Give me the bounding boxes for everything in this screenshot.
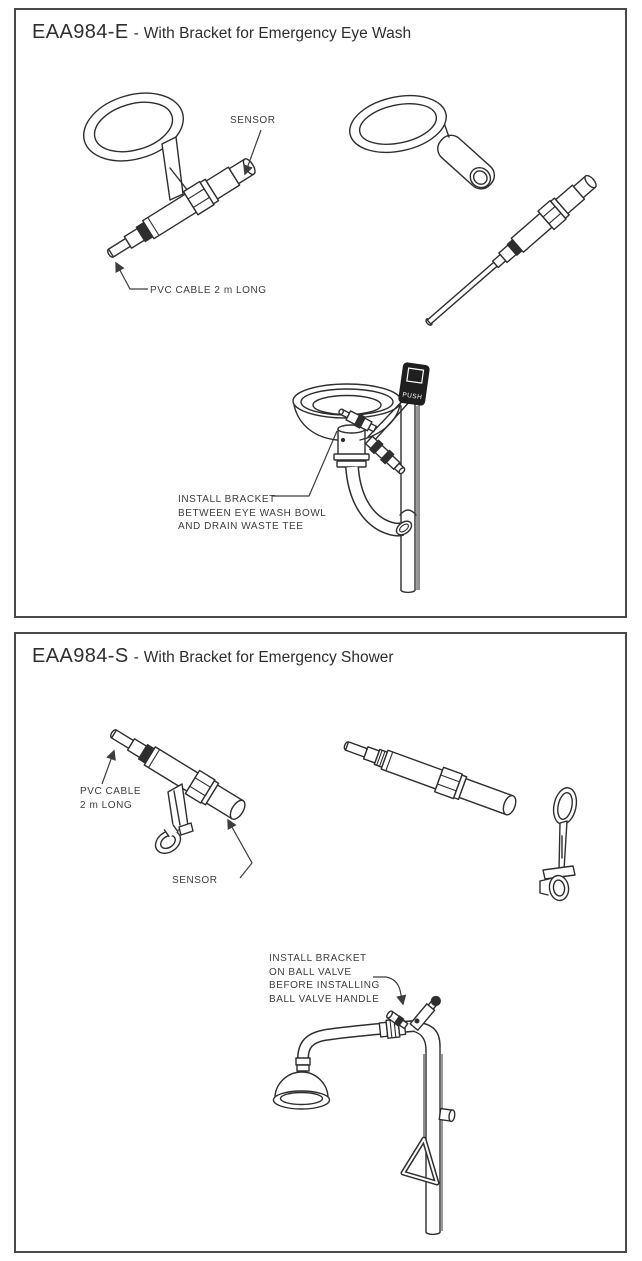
model-number: EAA984-E — [32, 21, 129, 43]
install-note: INSTALL BRACKET BETWEEN EYE WASH BOWL AN… — [178, 493, 326, 534]
sensor-label: SENSOR — [172, 875, 218, 886]
drain-tee — [399, 509, 417, 516]
panel-subtitle: With Bracket for Emergency Eye Wash — [143, 25, 412, 42]
shower-head — [272, 1057, 331, 1110]
push-sign-text: PUSH — [402, 392, 423, 402]
eyewash-bowl — [292, 383, 402, 441]
sensor-exploded — [425, 174, 597, 326]
title-separator: - — [133, 25, 139, 42]
install-note: INSTALL BRACKET ON BALL VALVE BEFORE INS… — [269, 952, 380, 1006]
sensor-leader-line — [227, 818, 253, 879]
install-note-line: BETWEEN EYE WASH BOWL — [178, 507, 327, 519]
sensor-exploded — [343, 741, 517, 816]
ring-bracket-assembled — [82, 92, 193, 201]
sensor-leader-line — [243, 129, 262, 176]
hanging-bracket — [154, 783, 194, 854]
panel-eyewash: PUSH EAA984-E-With Bracket for Emergency… — [14, 8, 627, 618]
bracket-on-valve — [386, 1010, 409, 1030]
bowl-stem — [333, 424, 370, 468]
pull-handle — [400, 1054, 440, 1186]
cable-leader-line — [115, 261, 148, 290]
eyewash-diagram: PUSH — [82, 92, 597, 594]
drain-hose — [345, 466, 413, 537]
install-note-line: INSTALL BRACKET — [178, 494, 276, 505]
install-note-line: BEFORE INSTALLING — [269, 980, 380, 991]
cable-label: PVC CABLE 2 m LONG — [150, 285, 267, 296]
panel-title: EAA984-S-With Bracket for Emergency Show… — [32, 645, 394, 668]
panel-title: EAA984-E-With Bracket for Emergency Eye … — [32, 21, 411, 44]
install-note-line: ON BALL VALVE — [269, 966, 352, 978]
cable-label-line: PVC CABLE — [80, 786, 142, 797]
shower-diagram — [101, 729, 578, 1236]
shower-install-drawing — [272, 976, 456, 1236]
eyewash-install-drawing: PUSH — [272, 362, 430, 594]
bracket-exploded — [539, 787, 578, 902]
panel-shower: EAA984-S-With Bracket for Emergency Show… — [14, 632, 627, 1253]
title-separator: - — [133, 649, 139, 666]
panel-subtitle: With Bracket for Emergency Shower — [143, 649, 394, 666]
install-leader-line — [373, 976, 407, 1006]
sensor-label: SENSOR — [230, 115, 276, 126]
push-sign-icon — [406, 367, 425, 384]
sensor-assembled — [110, 729, 246, 820]
cable-label: PVC CABLE 2 m LONG — [80, 785, 141, 812]
ball-valve — [386, 995, 441, 1031]
cable-leader-line — [101, 749, 116, 785]
install-note-line: AND DRAIN WASTE TEE — [178, 521, 304, 532]
cable-label-line: 2 m LONG — [80, 799, 133, 811]
ring-bracket-exploded — [349, 94, 496, 190]
install-note-line: BALL VALVE HANDLE — [269, 993, 380, 1005]
sensor-assembled — [107, 158, 256, 258]
pipe-knob — [438, 1107, 456, 1123]
push-sign: PUSH — [398, 362, 430, 406]
model-number: EAA984-S — [32, 645, 129, 667]
install-note-line: INSTALL BRACKET — [269, 953, 367, 964]
shower-pipe — [411, 1021, 443, 1236]
install-leader-line — [272, 430, 338, 497]
